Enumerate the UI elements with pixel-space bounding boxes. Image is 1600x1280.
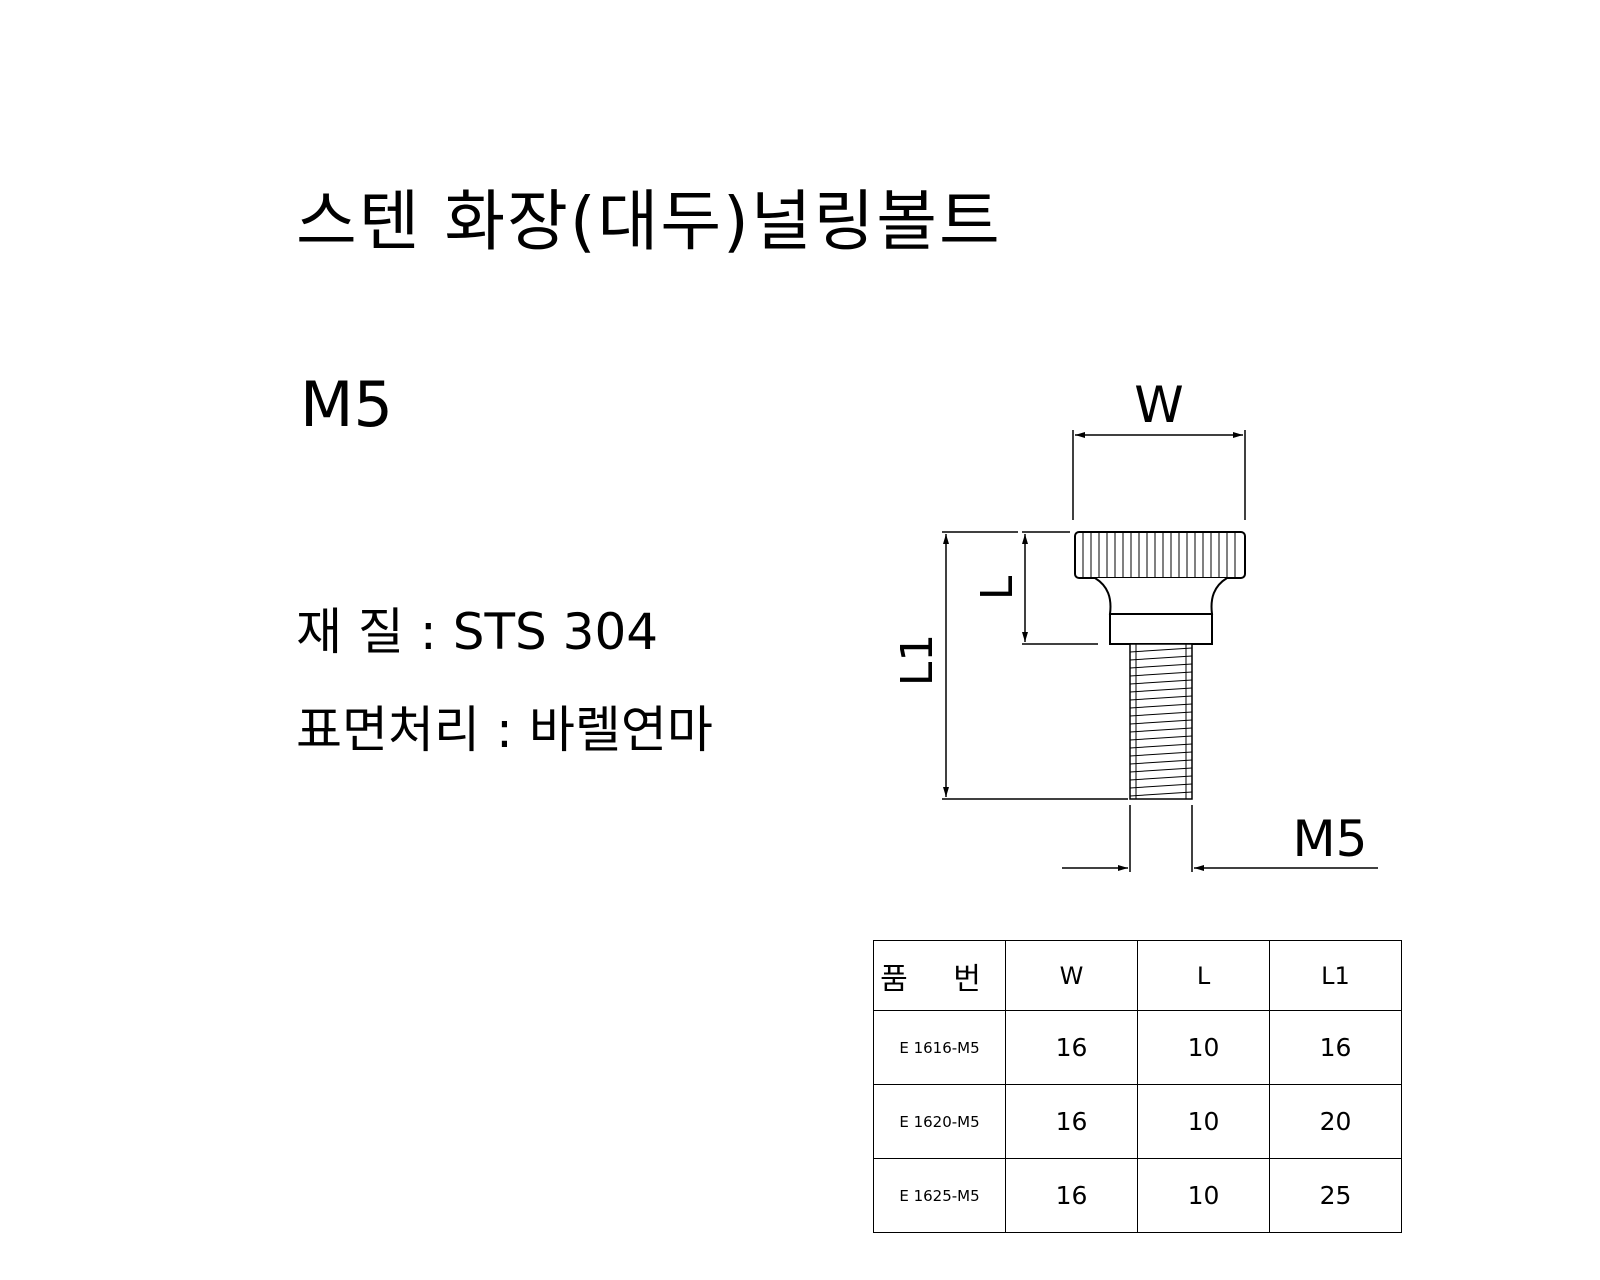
cell-l: 10 — [1137, 1010, 1270, 1085]
l-dimension-label: L — [972, 575, 1023, 600]
threaded-shank — [1129, 643, 1193, 800]
shoulder-collar — [1109, 613, 1213, 645]
cell-l: 10 — [1137, 1084, 1270, 1159]
material-value: STS 304 — [452, 603, 659, 661]
cell-l: 10 — [1137, 1158, 1270, 1233]
finish-label: 표면처리 — [296, 701, 480, 759]
header-part-number: 품 번 — [873, 940, 1006, 1011]
table-header-row: 품 번 W L L1 — [873, 940, 1402, 1011]
knurled-head — [1074, 531, 1246, 579]
finish-separator: : — [496, 701, 513, 759]
table-row: E 1620-M5 16 10 20 — [873, 1084, 1402, 1159]
w-dimension-label: W — [1134, 376, 1183, 434]
cell-l1: 25 — [1269, 1158, 1402, 1233]
finish-value: 바렐연마 — [528, 701, 713, 759]
header-l: L — [1137, 940, 1270, 1011]
bolt-drawing: W — [892, 376, 1378, 872]
header-l1: L1 — [1269, 940, 1402, 1011]
head-neck — [1094, 577, 1228, 615]
cell-l1: 16 — [1269, 1010, 1402, 1085]
material-label: 재 질 — [296, 603, 404, 661]
finish-spec: 표면처리: 바렐연마 — [296, 690, 713, 762]
l1-dimension-label: L1 — [892, 634, 943, 687]
cell-w: 16 — [1005, 1158, 1138, 1233]
parts-table: 품 번 W L L1 E 1616-M5 16 10 16 E 1620-M5 … — [873, 940, 1402, 1233]
cell-l1: 20 — [1269, 1084, 1402, 1159]
product-title: 스텐 화장(대두)널링볼트 — [296, 183, 1002, 260]
cell-w: 16 — [1005, 1084, 1138, 1159]
material-spec: 재 질: STS 304 — [296, 592, 658, 664]
cell-w: 16 — [1005, 1010, 1138, 1085]
table-row: E 1616-M5 16 10 16 — [873, 1010, 1402, 1085]
cell-part-number: E 1616-M5 — [873, 1010, 1006, 1085]
cell-part-number: E 1620-M5 — [873, 1084, 1006, 1159]
header-w: W — [1005, 940, 1138, 1011]
material-separator: : — [419, 603, 437, 661]
table-row: E 1625-M5 16 10 25 — [873, 1158, 1402, 1233]
m5-dimension-label: M5 — [1293, 810, 1368, 868]
size-label: M5 — [300, 368, 393, 441]
cell-part-number: E 1625-M5 — [873, 1158, 1006, 1233]
